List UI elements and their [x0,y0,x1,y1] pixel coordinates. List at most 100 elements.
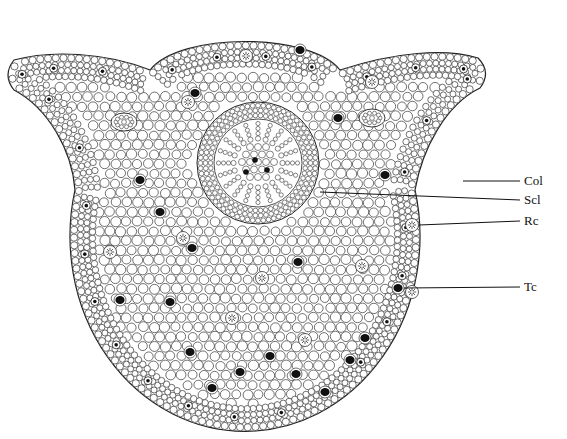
epidermal-cell [160,59,167,66]
epidermal-cell [400,55,407,62]
crystal-spike [107,249,109,251]
parenchyma-cell [320,140,329,149]
crystal-spike [306,337,308,339]
sclerenchyma-cell [278,119,283,124]
epidermal-cell [34,69,40,75]
parenchyma-cell [353,140,363,150]
parenchyma-cell [353,275,362,284]
vascular-cell [223,150,227,154]
parenchyma-cell [281,360,291,370]
parenchyma-cell [237,322,246,331]
parenchyma-cell [194,380,203,389]
parenchyma-cell [106,169,115,178]
vascular-cell [279,193,283,197]
small-bundle-core [20,72,24,76]
vascular-cell [216,161,220,165]
epidermal-cell [221,422,228,429]
parenchyma-cell [408,82,417,91]
epidermal-cell [431,53,438,60]
epidermal-cell [56,125,63,132]
parenchyma-cell [100,139,110,149]
epidermal-cell [88,75,94,81]
epidermal-cell [184,413,191,420]
parenchyma-cell [292,304,301,313]
epidermal-cell [260,423,267,430]
parenchyma-cell [132,102,142,112]
parenchyma-cell [369,169,378,178]
epidermal-cell [394,231,400,237]
epidermal-cell [201,412,207,418]
epidermal-cell [69,73,75,79]
epidermal-cell [121,62,128,69]
epidermal-cell [415,157,422,164]
epidermal-cell [252,423,259,430]
parenchyma-cell [122,102,131,111]
wing-bundle-cell [368,121,372,125]
vascular-cell [289,172,293,176]
parenchyma-cell [226,92,236,102]
parenchyma-cell [105,226,115,236]
epidermal-cell [43,74,49,80]
sclerenchyma-cell [309,140,314,145]
parenchyma-cell [275,351,285,361]
epidermal-cell [262,404,268,410]
parenchyma-cell [171,169,180,178]
vascular-cell [228,181,232,185]
epidermal-cell [391,294,397,300]
vascular-cell [290,161,294,165]
sclerenchyma-cell [269,110,274,115]
epidermal-cell [137,87,143,93]
wing-bundle [111,113,137,131]
epidermal-cell [196,46,203,53]
sclerenchyma-cell [302,186,307,191]
tannin-cell [360,334,369,342]
small-bundle [45,95,53,103]
epidermal-cell [214,403,220,409]
parenchyma-cell [314,284,324,294]
parenchyma-cell [297,236,307,246]
sclerenchyma-cell [245,104,250,109]
parenchyma-cell [83,92,93,102]
parenchyma-cell [341,217,350,226]
vascular-cell [279,129,283,133]
epidermal-cell [311,74,317,80]
parenchyma-cell [232,237,241,246]
sclerenchyma-cell [250,103,255,108]
small-bundle-core [425,119,429,123]
epidermal-cell [238,418,244,424]
parenchyma-cell [216,361,225,370]
epidermal-cell [284,59,290,65]
epidermal-cell [91,56,98,63]
parenchyma-cell [396,121,406,131]
parenchyma-cell [143,120,153,130]
parenchyma-cell [177,216,187,226]
epidermal-cell [423,103,429,109]
parenchyma-cell [336,168,346,178]
epidermal-cell [294,408,300,414]
epidermal-cell [233,61,239,67]
epidermal-cell [94,76,100,82]
epidermal-cell [76,280,83,287]
vascular-cell [244,198,248,202]
parenchyma-cell [353,313,363,323]
parenchyma-cell [111,159,121,169]
epidermal-cell [245,418,251,424]
epidermal-cell [365,364,372,371]
epidermal-cell [384,77,390,83]
sclerenchyma-cell [311,145,316,150]
epidermal-cell [82,185,88,191]
pith-cell [267,151,274,158]
parenchyma-cell [210,236,219,245]
parenchyma-cell [320,102,329,111]
parenchyma-cell [182,189,192,199]
vascular-cell [256,190,260,194]
parenchyma-cell [320,313,329,322]
epidermal-cell [397,296,403,302]
parenchyma-cell [100,275,109,284]
epidermal-cell [383,72,389,78]
epidermal-cell [79,163,85,169]
parenchyma-cell [204,92,214,102]
parenchyma-cell [265,294,275,304]
parenchyma-cell [346,169,356,179]
parenchyma-cell [138,207,148,217]
